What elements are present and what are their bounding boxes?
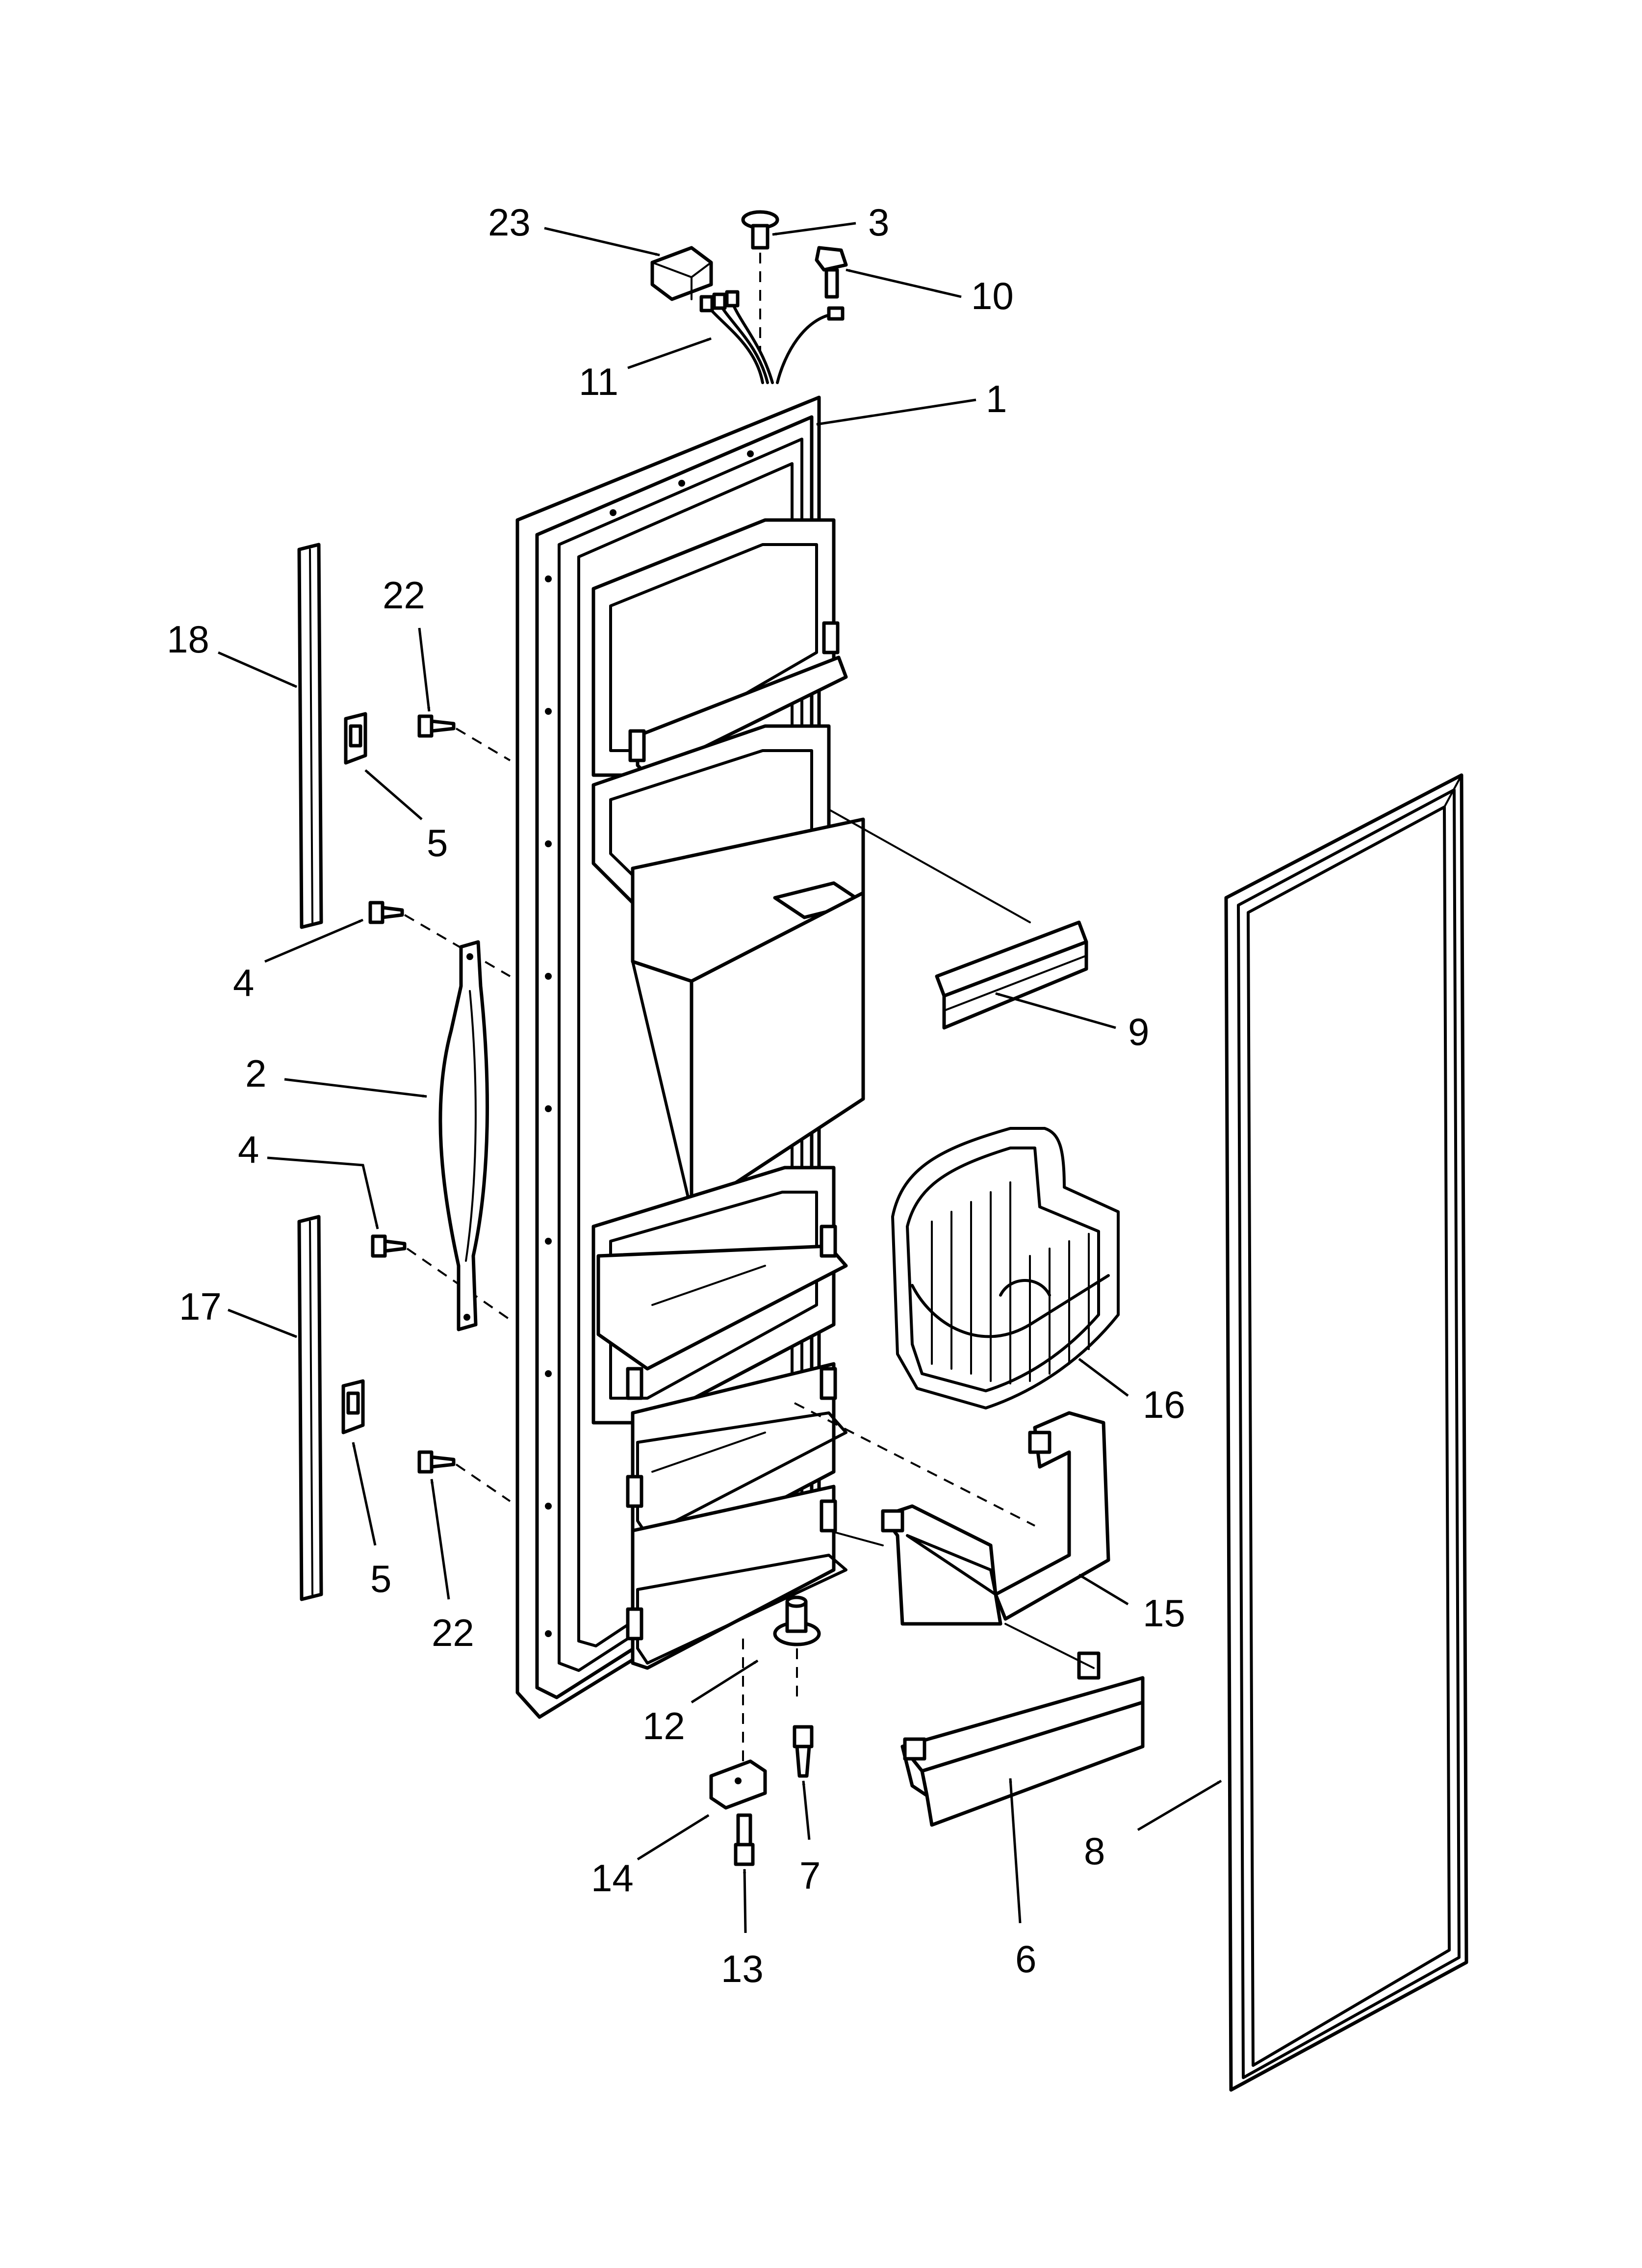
callout-5-lower: 5 — [370, 1557, 391, 1600]
leader-arrows — [217, 222, 1222, 1933]
callout-11: 11 — [579, 360, 618, 403]
callout-22-upper: 22 — [383, 574, 425, 617]
leader-6 — [1009, 1778, 1022, 1924]
callout-1: 1 — [986, 377, 1007, 420]
callout-16: 16 — [1143, 1383, 1185, 1426]
part-4-screw-lower — [371, 1234, 511, 1321]
callout-3: 3 — [868, 201, 889, 244]
callout-12: 12 — [642, 1704, 685, 1747]
part-22-screw-upper — [417, 714, 511, 761]
callout-6: 6 — [1015, 1937, 1036, 1981]
part-17-trim-strip-lower — [297, 1215, 323, 1601]
part-14-hinge-bracket — [709, 1639, 767, 1810]
part-16-wire-basket — [891, 1127, 1120, 1409]
part-4-screw-upper — [368, 901, 511, 977]
leader-14 — [637, 1814, 710, 1861]
leader-2 — [284, 1078, 427, 1098]
callout-23: 23 — [488, 201, 531, 244]
part-18-trim-strip-upper — [297, 543, 323, 929]
part-5-clip-upper — [344, 712, 367, 765]
callout-10: 10 — [971, 274, 1014, 317]
leader-17 — [228, 1308, 297, 1338]
callout-2: 2 — [245, 1052, 266, 1095]
leader-22a — [418, 627, 431, 712]
leader-9 — [995, 992, 1116, 1029]
part-13-screw — [734, 1813, 755, 1866]
callout-14: 14 — [591, 1856, 634, 1900]
part-7-screw — [793, 1725, 814, 1778]
leader-16 — [1078, 1358, 1129, 1397]
leader-7 — [802, 1780, 811, 1840]
door-shelf-bottom — [626, 1485, 847, 1670]
leader-15 — [1078, 1573, 1129, 1606]
door-shelf-top — [591, 518, 848, 777]
part-10-screw — [815, 246, 848, 299]
part-12-hinge-pin — [773, 1595, 821, 1702]
leader-4b — [267, 1156, 379, 1229]
part-6-bottom-bin — [900, 1623, 1145, 1827]
leader-3 — [772, 222, 856, 236]
leader-13 — [743, 1869, 747, 1933]
leader-23 — [544, 227, 660, 257]
door-panel — [515, 395, 865, 1719]
part-23-connector — [650, 246, 713, 301]
leader-5a — [364, 769, 423, 820]
leader-18 — [217, 651, 298, 688]
part-3-plug — [741, 210, 779, 353]
callout-5-upper: 5 — [427, 821, 448, 864]
leader-4a — [264, 918, 363, 963]
callout-18: 18 — [167, 618, 209, 661]
part-2-handle — [438, 940, 489, 1331]
part-9-channel — [828, 808, 1088, 1030]
leader-10 — [846, 268, 962, 298]
callout-labels: 23 3 10 11 1 22 18 5 4 2 4 17 5 22 9 16 … — [167, 201, 1185, 1990]
callout-22-lower: 22 — [432, 1611, 474, 1654]
door-dispenser-housing — [591, 724, 865, 1214]
leader-5b — [352, 1442, 377, 1546]
door-shelf-middle — [591, 1166, 848, 1425]
door-flange-holes — [545, 450, 754, 1637]
part-5-clip-lower — [341, 1379, 365, 1434]
callout-8: 8 — [1084, 1829, 1105, 1873]
part-11-wire-harness — [699, 290, 845, 384]
part-8-gasket — [1224, 773, 1468, 2092]
callout-4-upper: 4 — [233, 961, 254, 1004]
callout-9: 9 — [1128, 1010, 1149, 1053]
leader-8 — [1137, 1779, 1222, 1831]
leader-11 — [627, 337, 712, 369]
leader-12 — [691, 1659, 759, 1704]
part-22-screw-lower — [417, 1450, 511, 1502]
callout-7: 7 — [799, 1854, 821, 1897]
part-15-cradle — [794, 1402, 1110, 1626]
callout-13: 13 — [721, 1947, 764, 1990]
leader-22b — [430, 1479, 450, 1600]
callout-4-lower: 4 — [238, 1128, 259, 1171]
callout-15: 15 — [1143, 1591, 1185, 1635]
callout-17: 17 — [179, 1285, 222, 1328]
leader-1 — [816, 398, 976, 426]
